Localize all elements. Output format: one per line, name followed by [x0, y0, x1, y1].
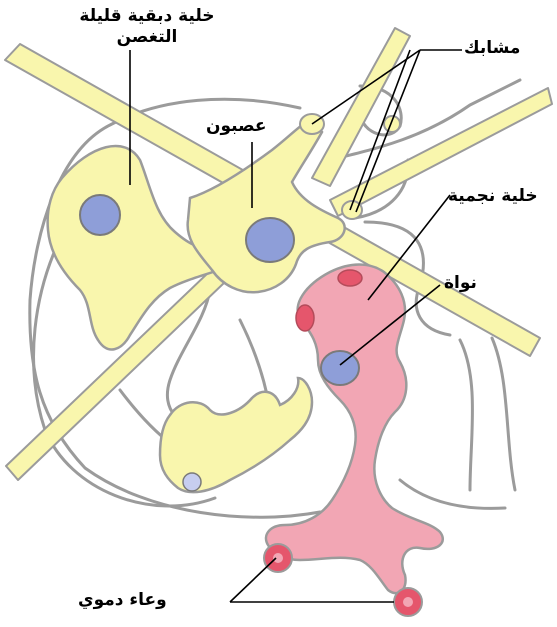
blood-vessel-left-inner: [273, 553, 283, 563]
label-oligodendrocyte-line1: خلية دبقية قليلة: [62, 6, 232, 27]
axon-top-right: [312, 28, 410, 186]
label-astrocyte: خلية نجمية: [448, 186, 538, 207]
neuron-nucleus: [246, 218, 294, 262]
process-bottom-right: [400, 480, 505, 508]
oligodendrocyte-nucleus: [80, 195, 120, 235]
label-synapses: مشابك: [464, 38, 520, 59]
label-oligodendrocyte: خلية دبقية قليلة التغصن: [62, 6, 232, 49]
label-blood-vessel: وعاء دموي: [78, 590, 167, 611]
small-nucleus: [183, 473, 201, 491]
astrocyte-endfoot-top: [338, 270, 362, 286]
leader-blood-vessel-diag: [230, 558, 276, 602]
astrocyte-nucleus: [321, 351, 359, 385]
neuron-body: [188, 118, 345, 292]
label-oligodendrocyte-line2: التغصن: [62, 27, 232, 48]
label-neuron: عصبون: [206, 116, 266, 137]
process-right-down: [460, 340, 473, 490]
synapse-knob-3: [384, 116, 400, 132]
lower-yellow-process: [160, 378, 312, 492]
label-nucleus: نواة: [444, 273, 477, 294]
process-right-down-2: [492, 338, 515, 490]
astrocyte-endfoot-left: [296, 305, 314, 331]
blood-vessel-right-inner: [403, 597, 413, 607]
